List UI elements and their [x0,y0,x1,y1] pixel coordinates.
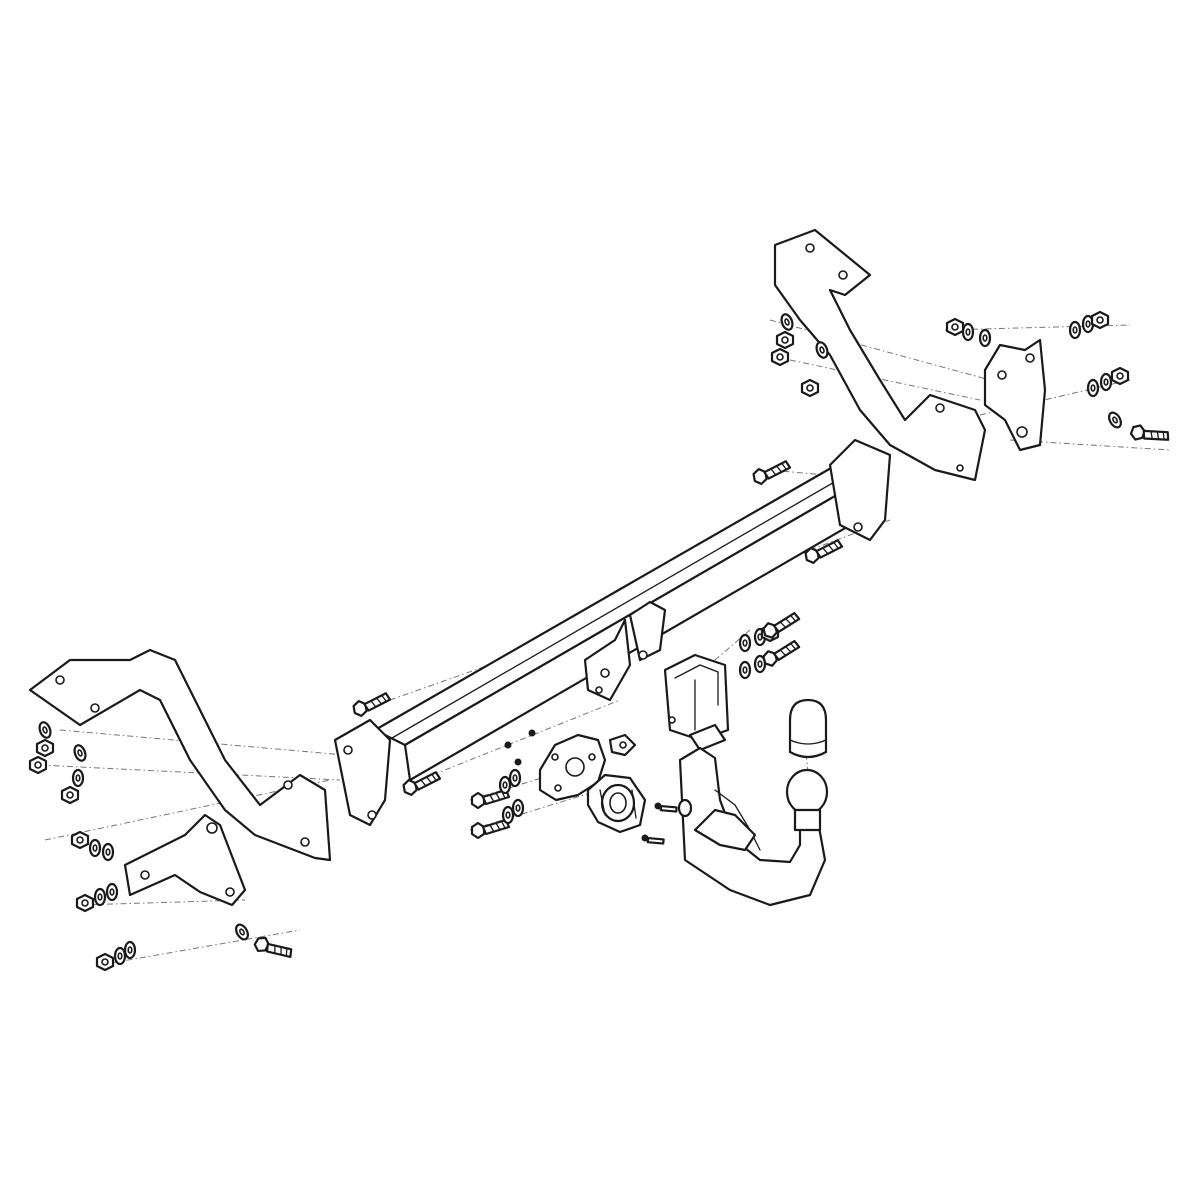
tow-ball-neck [677,746,829,907]
ball-cover [788,698,828,759]
neck-mount-receiver [663,653,730,752]
crossbar [333,438,892,827]
right-bracket [773,228,1047,482]
fasteners-center [351,459,846,849]
electrical-socket [586,773,647,834]
left-bracket [28,648,332,907]
socket-plate [538,733,637,802]
